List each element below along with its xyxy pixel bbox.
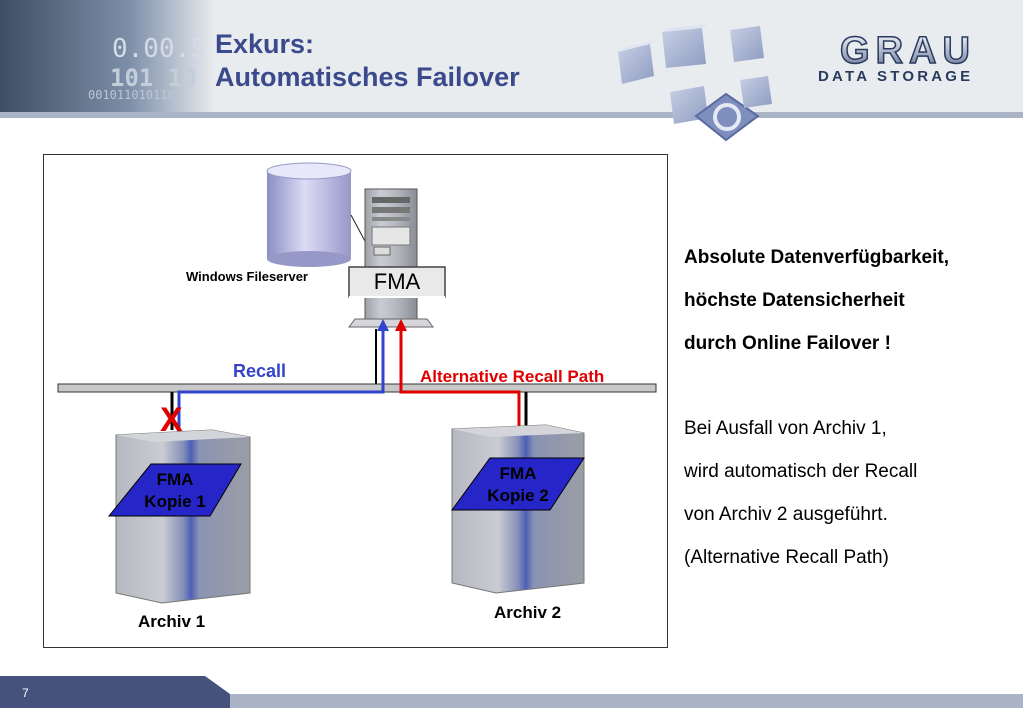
header-band <box>0 112 1023 118</box>
highlight-line: Absolute Datenverfügbarkeit, <box>684 247 949 268</box>
description-line: (Alternative Recall Path) <box>684 547 889 568</box>
grau-logo: GRAU <box>839 31 976 67</box>
archive-2-kopie-label: Kopie 2 <box>487 486 548 505</box>
storage-cylinder-icon <box>266 162 367 267</box>
logo-subtitle: DATA STORAGE <box>818 68 974 85</box>
alt-recall-arrow-icon <box>395 319 407 331</box>
alternative-recall-label: Alternative Recall Path <box>420 367 604 386</box>
description-text: Bei Ausfall von Archiv 1, wird automatis… <box>684 407 1023 579</box>
highlight-line: durch Online Failover ! <box>684 333 891 354</box>
archive-1-label: Archiv 1 <box>138 612 205 631</box>
windows-fileserver-label: Windows Fileserver <box>186 269 308 284</box>
cubes-decoration <box>618 24 772 142</box>
title-line-1: Exkurs: <box>215 29 315 59</box>
archive-2-fma-label: FMA <box>500 464 537 483</box>
cube-icon <box>730 26 764 62</box>
recall-arrow-icon <box>377 319 389 331</box>
highlight-text: Absolute Datenverfügbarkeit, höchste Dat… <box>684 236 1023 365</box>
description-line: von Archiv 2 ausgeführt. <box>684 504 888 525</box>
header: 0.00.5 101 10 0010110101101 <box>0 0 1023 118</box>
decor-digits: 0010110101101 <box>88 88 182 102</box>
page-title: Exkurs: Automatisches Failover <box>215 28 520 94</box>
archive-2-cabinet-icon: FMA Kopie 2 <box>451 424 585 594</box>
archive-1-fma-label: FMA <box>157 470 194 489</box>
archive-2-label: Archiv 2 <box>494 603 561 622</box>
failover-diagram: FMA Windows Fileserver Recall X Alternat… <box>43 154 668 648</box>
archive-1-kopie-label: Kopie 1 <box>144 492 205 511</box>
description-line: wird automatisch der Recall <box>684 461 918 482</box>
logo-text: GRAU <box>840 31 976 67</box>
description-line: Bei Ausfall von Archiv 1, <box>684 418 887 439</box>
server-tower-icon <box>348 188 434 328</box>
alternative-recall-path <box>395 319 528 429</box>
cube-icon <box>618 40 656 84</box>
cube-icon <box>662 24 708 68</box>
header-decoration <box>0 0 215 112</box>
diagram-canvas: FMA Windows Fileserver Recall X Alternat… <box>57 162 657 631</box>
cube-icon <box>740 76 772 108</box>
recall-path <box>170 319 389 435</box>
failure-x-icon: X <box>160 401 183 439</box>
grau-emblem-icon <box>694 92 760 142</box>
recall-label: Recall <box>233 361 286 381</box>
archive-1-cabinet-icon: FMA Kopie 1 <box>107 429 251 604</box>
page-number: 7 <box>22 686 29 700</box>
highlight-line: höchste Datensicherheit <box>684 290 905 311</box>
fma-server-label: FMA <box>374 269 421 294</box>
title-line-2: Automatisches Failover <box>215 62 520 92</box>
fma-server-box: FMA <box>348 266 446 298</box>
decor-digits: 101 10 <box>110 64 197 92</box>
decor-digits: 0.00.5 <box>112 34 206 64</box>
footer-bar <box>0 676 1023 708</box>
